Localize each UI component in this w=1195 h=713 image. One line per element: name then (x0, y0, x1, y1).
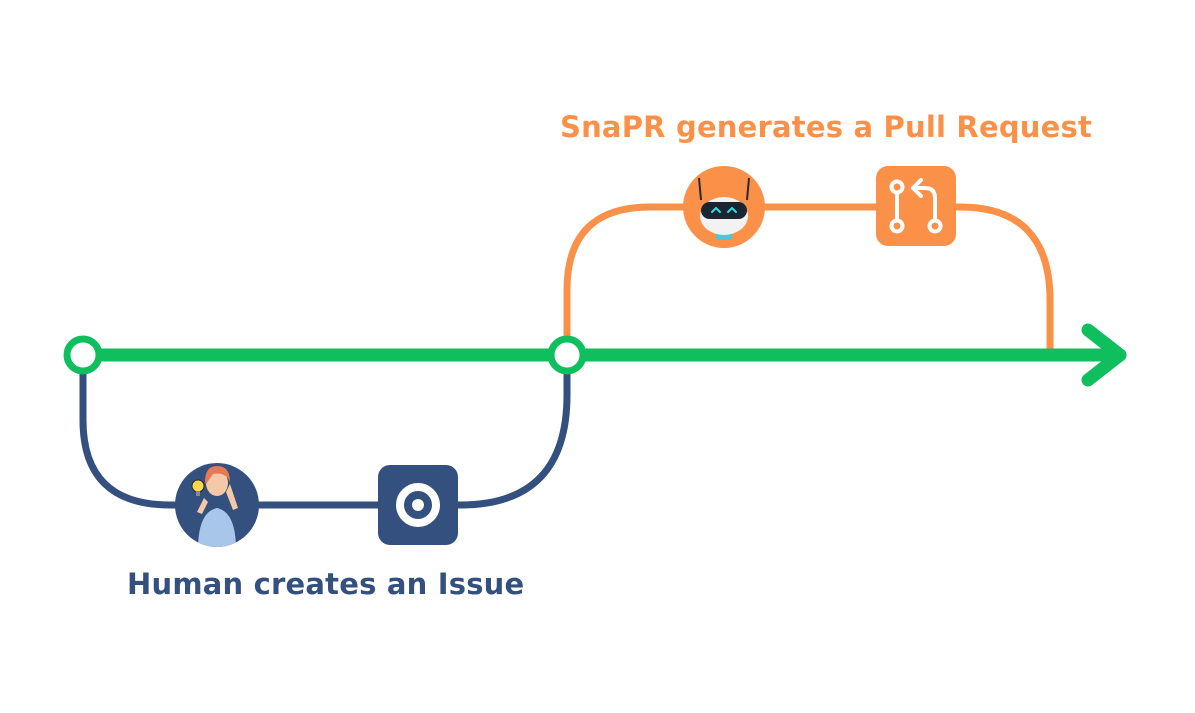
ai-step-label: SnaPR generates a Pull Request (560, 110, 1093, 144)
human-idea-icon (175, 463, 259, 547)
ai-branch-line (563, 203, 1054, 359)
human-branch-line (79, 351, 571, 509)
issue-icon (378, 465, 458, 545)
merge-commit-node (547, 335, 587, 375)
start-commit-node (63, 335, 103, 375)
pull-request-icon (876, 166, 956, 246)
robot-icon (683, 166, 765, 248)
arrow-head-icon (1081, 323, 1127, 387)
human-step-label: Human creates an Issue (127, 567, 525, 601)
